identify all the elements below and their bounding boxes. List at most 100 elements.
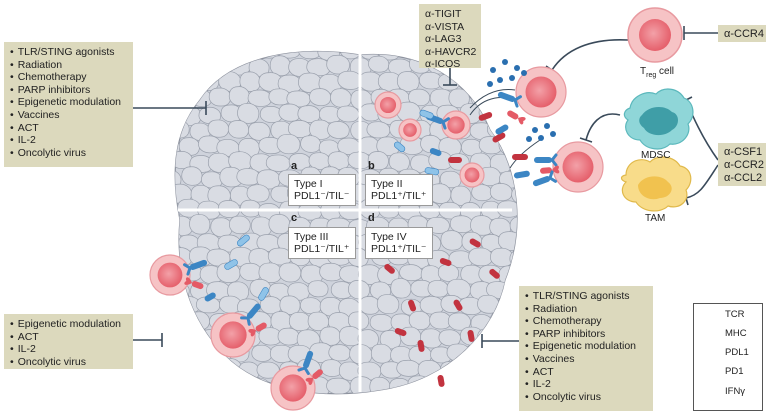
tumor-cell bbox=[188, 343, 213, 362]
mdsc-label: MDSC bbox=[641, 150, 671, 161]
tumor-cell bbox=[175, 297, 183, 318]
tumor-cell bbox=[330, 88, 352, 108]
tumor-cell bbox=[488, 379, 510, 394]
tumor-cell bbox=[219, 51, 242, 58]
tcr bbox=[497, 91, 522, 108]
tumor-cell bbox=[437, 263, 460, 282]
tumor-cell bbox=[497, 231, 518, 251]
tumor-cell bbox=[307, 280, 329, 298]
type-box-4: Type IV PDL1⁺/TIL⁻ bbox=[365, 227, 433, 259]
type-box-3: Type III PDL1⁻/TIL⁺ bbox=[288, 227, 356, 259]
t-cell bbox=[149, 254, 191, 296]
pd1 bbox=[305, 369, 323, 385]
tumor-cell bbox=[488, 345, 510, 365]
tumor-cell bbox=[300, 135, 322, 153]
tumor-cell bbox=[276, 133, 301, 155]
tumor-cell bbox=[326, 377, 351, 394]
pdl1 bbox=[408, 299, 417, 312]
tumor-cell bbox=[407, 375, 431, 393]
type-title: Type IV bbox=[371, 231, 407, 243]
tumor-cell bbox=[498, 294, 518, 316]
tumor-cell bbox=[175, 87, 193, 106]
t-cell bbox=[398, 118, 422, 142]
tumor-cell bbox=[369, 376, 391, 394]
ifng-dot bbox=[538, 135, 544, 141]
tumor-cell bbox=[328, 344, 351, 362]
tumor-cell bbox=[246, 377, 271, 394]
tumor-cell bbox=[460, 359, 484, 379]
tumor-cell bbox=[376, 294, 400, 315]
t-cell bbox=[552, 141, 604, 193]
treg-label: Treg cell bbox=[640, 66, 675, 79]
tumor-cell bbox=[210, 375, 232, 394]
tumor-cell bbox=[228, 86, 250, 106]
tumor-cell bbox=[319, 262, 344, 282]
tumor-cell bbox=[246, 184, 270, 203]
inhibition-arrows bbox=[133, 26, 719, 348]
tumor-cell bbox=[278, 103, 302, 122]
type-title: Type III bbox=[294, 231, 329, 243]
pdl1 bbox=[417, 339, 425, 352]
tcr bbox=[240, 303, 261, 326]
therapy-item: Oncolytic virus bbox=[10, 356, 127, 369]
immune-cells bbox=[149, 66, 604, 411]
tumor-cell bbox=[370, 343, 393, 364]
pdl1 bbox=[394, 328, 407, 337]
tumor-cell bbox=[251, 344, 273, 362]
tumor-cell bbox=[175, 360, 183, 379]
tumor-cell bbox=[477, 294, 500, 314]
therapy-item: IL-2 bbox=[525, 378, 647, 391]
pdl1 bbox=[448, 157, 462, 163]
pdl1 bbox=[512, 154, 528, 160]
type-box-2: Type II PDL1⁺/TIL⁺ bbox=[365, 174, 433, 206]
tumor-cell bbox=[427, 280, 449, 298]
tumor-cell bbox=[309, 88, 332, 106]
tumor-cell bbox=[478, 51, 502, 61]
legend: TCR MHC PDL1 PD1 IFNγ bbox=[693, 303, 763, 411]
tumor-cell bbox=[447, 312, 471, 331]
tumor-cell bbox=[429, 311, 452, 330]
therapy-item: Chemotherapy bbox=[10, 71, 127, 84]
t-cell bbox=[515, 66, 567, 118]
therapy-item: ACT bbox=[10, 331, 127, 344]
tumor-cell bbox=[175, 314, 191, 332]
tumor-cell bbox=[198, 359, 223, 380]
tumor-cell bbox=[461, 72, 483, 92]
therapy-item: Radiation bbox=[10, 59, 127, 72]
mhc bbox=[393, 141, 406, 153]
tumor-cell bbox=[256, 51, 281, 59]
tam-cell bbox=[620, 156, 692, 212]
pdl1 bbox=[478, 112, 493, 121]
tumor-cell bbox=[288, 311, 312, 332]
legend-label-pd1: PD1 bbox=[725, 366, 744, 377]
pd1 bbox=[184, 277, 204, 290]
tumor-cell bbox=[419, 296, 445, 315]
therapy-item: α-CCL2 bbox=[724, 172, 763, 184]
therapy-box-ccr4: α-CCR4 bbox=[718, 25, 766, 42]
tumor-cell bbox=[509, 249, 518, 269]
therapy-item: α-TIGIT bbox=[425, 8, 462, 20]
tumor-cell bbox=[181, 166, 203, 186]
tcr bbox=[297, 350, 314, 375]
mhc bbox=[258, 287, 269, 301]
type-box-1: Type I PDL1⁻/TIL⁻ bbox=[288, 174, 356, 206]
therapy-item: IL-2 bbox=[10, 134, 127, 147]
type-markers: PDL1⁺/TIL⁺ bbox=[371, 190, 427, 202]
ifng-dot bbox=[514, 65, 520, 71]
tumor-cell bbox=[175, 119, 190, 139]
tam-label: TAM bbox=[645, 213, 666, 224]
tcr bbox=[513, 170, 530, 179]
tumor-cell bbox=[468, 247, 493, 267]
tumor-cell bbox=[175, 56, 192, 78]
tumor-cell bbox=[175, 73, 182, 92]
tumor-cell bbox=[359, 296, 381, 315]
tumor-cell bbox=[198, 71, 220, 91]
tumor-cell bbox=[396, 71, 420, 92]
ifng-dot bbox=[532, 127, 538, 133]
pdl1 bbox=[467, 329, 475, 342]
therapy-item: PARP inhibitors bbox=[10, 84, 127, 97]
t-cell bbox=[210, 312, 256, 358]
